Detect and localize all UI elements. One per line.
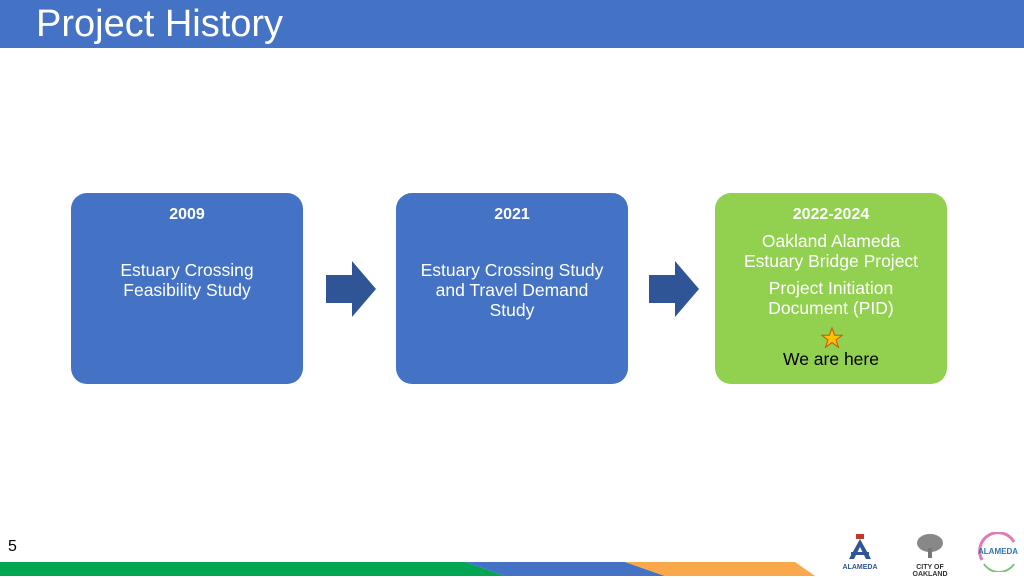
alameda-ctc-logo: ALAMEDA xyxy=(974,531,1022,574)
page-title: Project History xyxy=(36,3,284,45)
title-bar: Project History xyxy=(0,0,1024,48)
desc-line: and Travel Demand xyxy=(435,280,589,300)
timeline-year: 2009 xyxy=(169,206,205,223)
arrow-right-icon xyxy=(326,261,376,317)
desc-line: Estuary Crossing xyxy=(120,260,254,280)
svg-text:ALAMEDA: ALAMEDA xyxy=(978,547,1018,556)
desc-line: Estuary Crossing Study xyxy=(420,260,604,280)
timeline-box-2009: 2009 Estuary Crossing Feasibility Study xyxy=(71,193,303,384)
alameda-city-logo: ALAMEDA xyxy=(835,532,885,571)
arrow-right-icon xyxy=(649,261,699,317)
timeline-year: 2021 xyxy=(494,206,530,223)
ctc-logo-icon: ALAMEDA xyxy=(978,531,1018,573)
desc-line: Feasibility Study xyxy=(123,280,251,300)
timeline-description: Estuary Crossing Study and Travel Demand… xyxy=(406,260,618,320)
oakland-logo: CITY OF OAKLAND xyxy=(905,532,955,578)
desc-line: Oakland Alameda xyxy=(761,231,901,251)
oak-tree-icon xyxy=(917,534,943,558)
timeline-description: Estuary Crossing Feasibility Study xyxy=(81,260,293,300)
timeline-description-2: Project Initiation Document (PID) xyxy=(725,278,937,318)
footer-stripe xyxy=(0,562,815,576)
alameda-logo-icon xyxy=(849,534,871,559)
desc-line: Document (PID) xyxy=(768,298,894,318)
desc-line: Project Initiation xyxy=(768,278,894,298)
page-number: 5 xyxy=(8,538,17,555)
logo-text: ALAMEDA xyxy=(842,564,878,571)
timeline-box-2022-2024: 2022-2024 Oakland Alameda Estuary Bridge… xyxy=(715,193,947,384)
timeline-box-2021: 2021 Estuary Crossing Study and Travel D… xyxy=(396,193,628,384)
logo-text: CITY OF OAKLAND xyxy=(912,564,948,578)
desc-line: Study xyxy=(489,300,535,320)
we-are-here-label: We are here xyxy=(783,349,879,369)
timeline-year: 2022-2024 xyxy=(792,206,870,223)
star-icon xyxy=(821,327,843,349)
desc-line: Estuary Bridge Project xyxy=(743,251,919,271)
timeline-description: Oakland Alameda Estuary Bridge Project xyxy=(725,231,937,271)
